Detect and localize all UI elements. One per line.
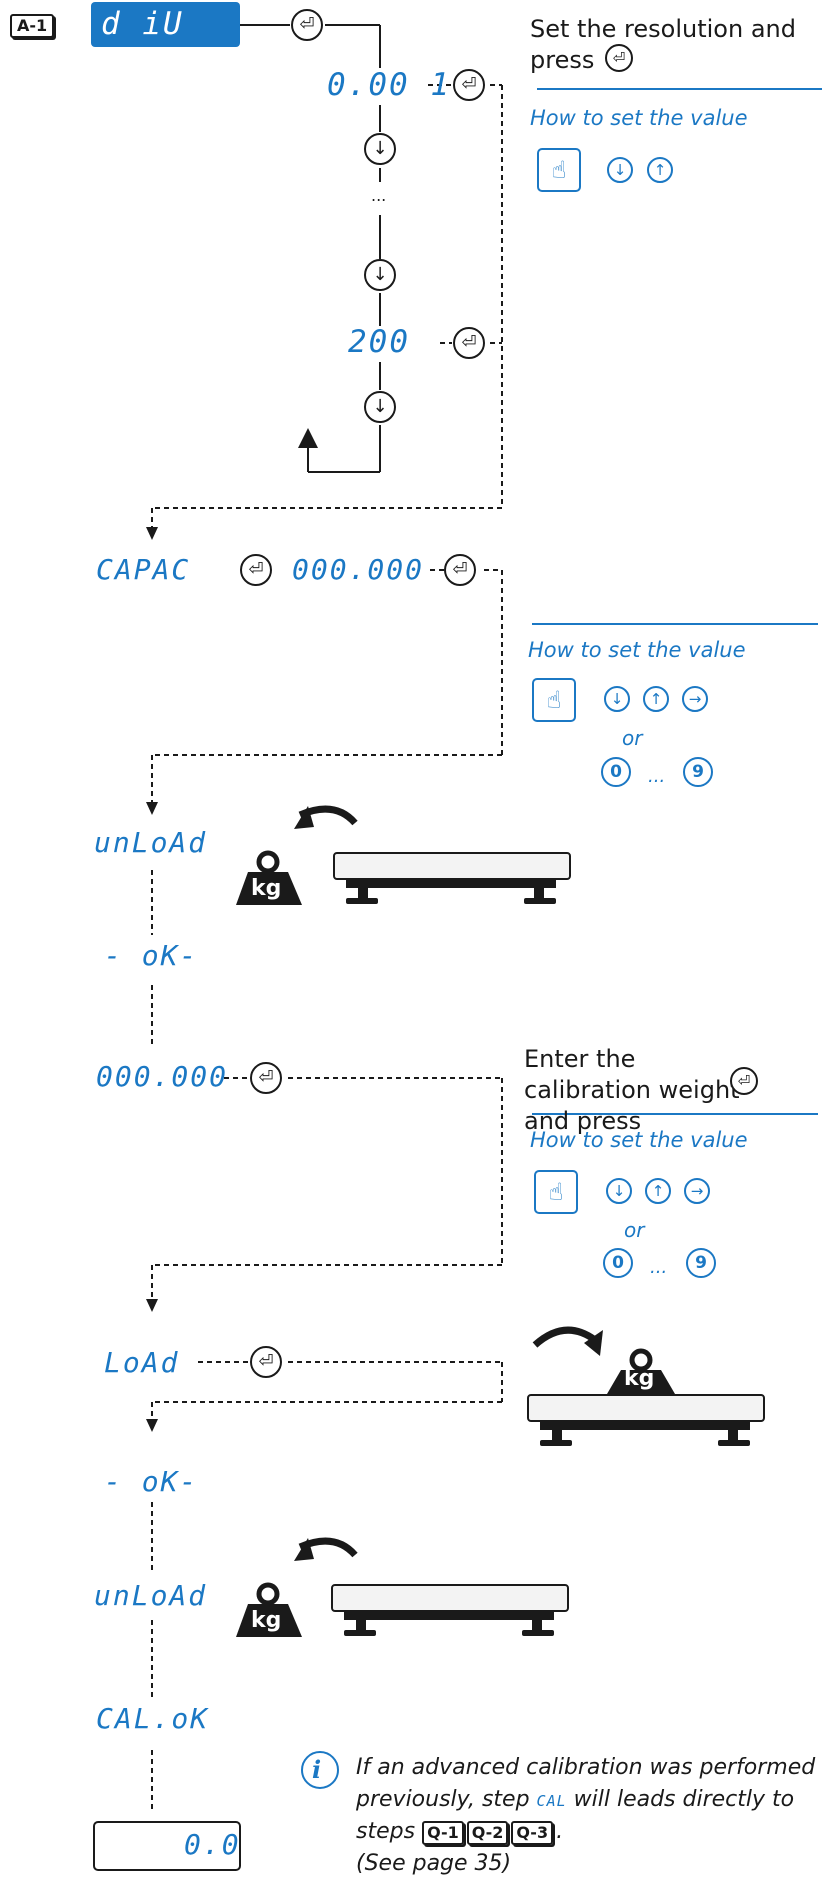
kg-weight-3 (236, 1582, 302, 1637)
how-to-label: How to set the value (530, 106, 748, 130)
info-icon: i (312, 1755, 322, 1784)
calibration-instruction-text: Enter the calibration weight and press (524, 1045, 740, 1136)
step-tag-q3: Q-3 (511, 1820, 554, 1845)
enter-icon: ⏎ (444, 554, 476, 586)
arrow-right-icon: → (684, 1178, 710, 1204)
arrow-right-icon: → (682, 686, 708, 712)
cal-code: CAL (536, 1791, 567, 1810)
div-display-text: d iU (101, 6, 184, 42)
enter-icon: ⏎ (250, 1346, 282, 1378)
unload-display: unLoAd (94, 826, 208, 859)
step-tag-q1: Q-1 (422, 1820, 464, 1845)
touch-hand-icon: ☝ (534, 1170, 578, 1214)
load-display: LoAd (104, 1346, 180, 1379)
capac-value-display: 000.000 (292, 553, 425, 586)
unload-display-2: unLoAd (94, 1579, 208, 1612)
note-line-1: If an advanced calibration was performed (356, 1755, 816, 1780)
touch-hand-icon: ☝ (537, 148, 581, 192)
resolution-instruction: Set the resolution and press (530, 14, 815, 76)
arrow-down-icon: ↓ (607, 157, 633, 183)
step-tag-q2: Q-2 (466, 1820, 509, 1845)
or-label: or (622, 726, 643, 750)
ellipsis: ... (371, 186, 387, 205)
ok-display: - oK- (104, 939, 199, 972)
resolution-last-value: 200 (348, 324, 410, 360)
arrow-down-icon: ↓ (364, 259, 396, 291)
note-line-2: previously, step CAL will leads directly… (356, 1786, 795, 1812)
arrow-up-icon: ↑ (645, 1178, 671, 1204)
resolution-first-value: 0.00 1 (327, 67, 451, 103)
touch-hand-icon: ☝ (532, 678, 576, 722)
calok-display: CAL.oK (96, 1702, 210, 1735)
arrow-down-icon: ↓ (604, 686, 630, 712)
scale-2 (527, 1394, 765, 1446)
step-tag-a1: A-1 (10, 14, 55, 38)
final-value-display: 0.0 (184, 1828, 241, 1861)
digit-ellipsis: ... (648, 766, 666, 787)
calibration-value-display: 000.000 (96, 1060, 229, 1093)
kg-label: kg (251, 1608, 282, 1633)
kg-weight-2 (607, 1348, 675, 1394)
arrow-down-icon: ↓ (364, 391, 396, 423)
kg-label: kg (624, 1366, 655, 1391)
note-line-4: (See page 35) (356, 1850, 512, 1876)
calibration-instruction: Enter the calibration weight and press (524, 1044, 764, 1138)
ok-display-2: - oK- (104, 1465, 199, 1498)
resolution-instruction-text: Set the resolution and press (530, 15, 796, 75)
or-label: or (624, 1218, 645, 1242)
capac-display: CAPAC (96, 553, 191, 586)
arrow-down-icon: ↓ (606, 1178, 632, 1204)
scale-1 (333, 852, 571, 904)
how-to-label: How to set the value (528, 638, 746, 662)
arrow-down-icon: ↓ (364, 133, 396, 165)
arrow-up-icon: ↑ (643, 686, 669, 712)
scale-3 (331, 1584, 569, 1636)
digit-zero-icon: 0 (603, 1248, 633, 1278)
how-to-label: How to set the value (530, 1128, 748, 1152)
digit-nine-icon: 9 (686, 1248, 716, 1278)
digit-zero-icon: 0 (601, 757, 631, 787)
advanced-calibration-note: If an advanced calibration was performed… (356, 1752, 826, 1880)
arrow-up-icon: ↑ (647, 157, 673, 183)
enter-icon: ⏎ (453, 327, 485, 359)
enter-icon: ⏎ (250, 1062, 282, 1094)
digit-nine-icon: 9 (683, 757, 713, 787)
enter-icon: ⏎ (453, 69, 485, 101)
enter-icon: ⏎ (605, 44, 633, 72)
enter-icon: ⏎ (291, 9, 323, 41)
div-display: d iU (91, 2, 240, 47)
enter-icon: ⏎ (240, 554, 272, 586)
digit-ellipsis: ... (650, 1257, 668, 1278)
kg-label: kg (251, 876, 282, 901)
enter-icon: ⏎ (730, 1067, 758, 1095)
kg-weight-1 (236, 850, 302, 905)
